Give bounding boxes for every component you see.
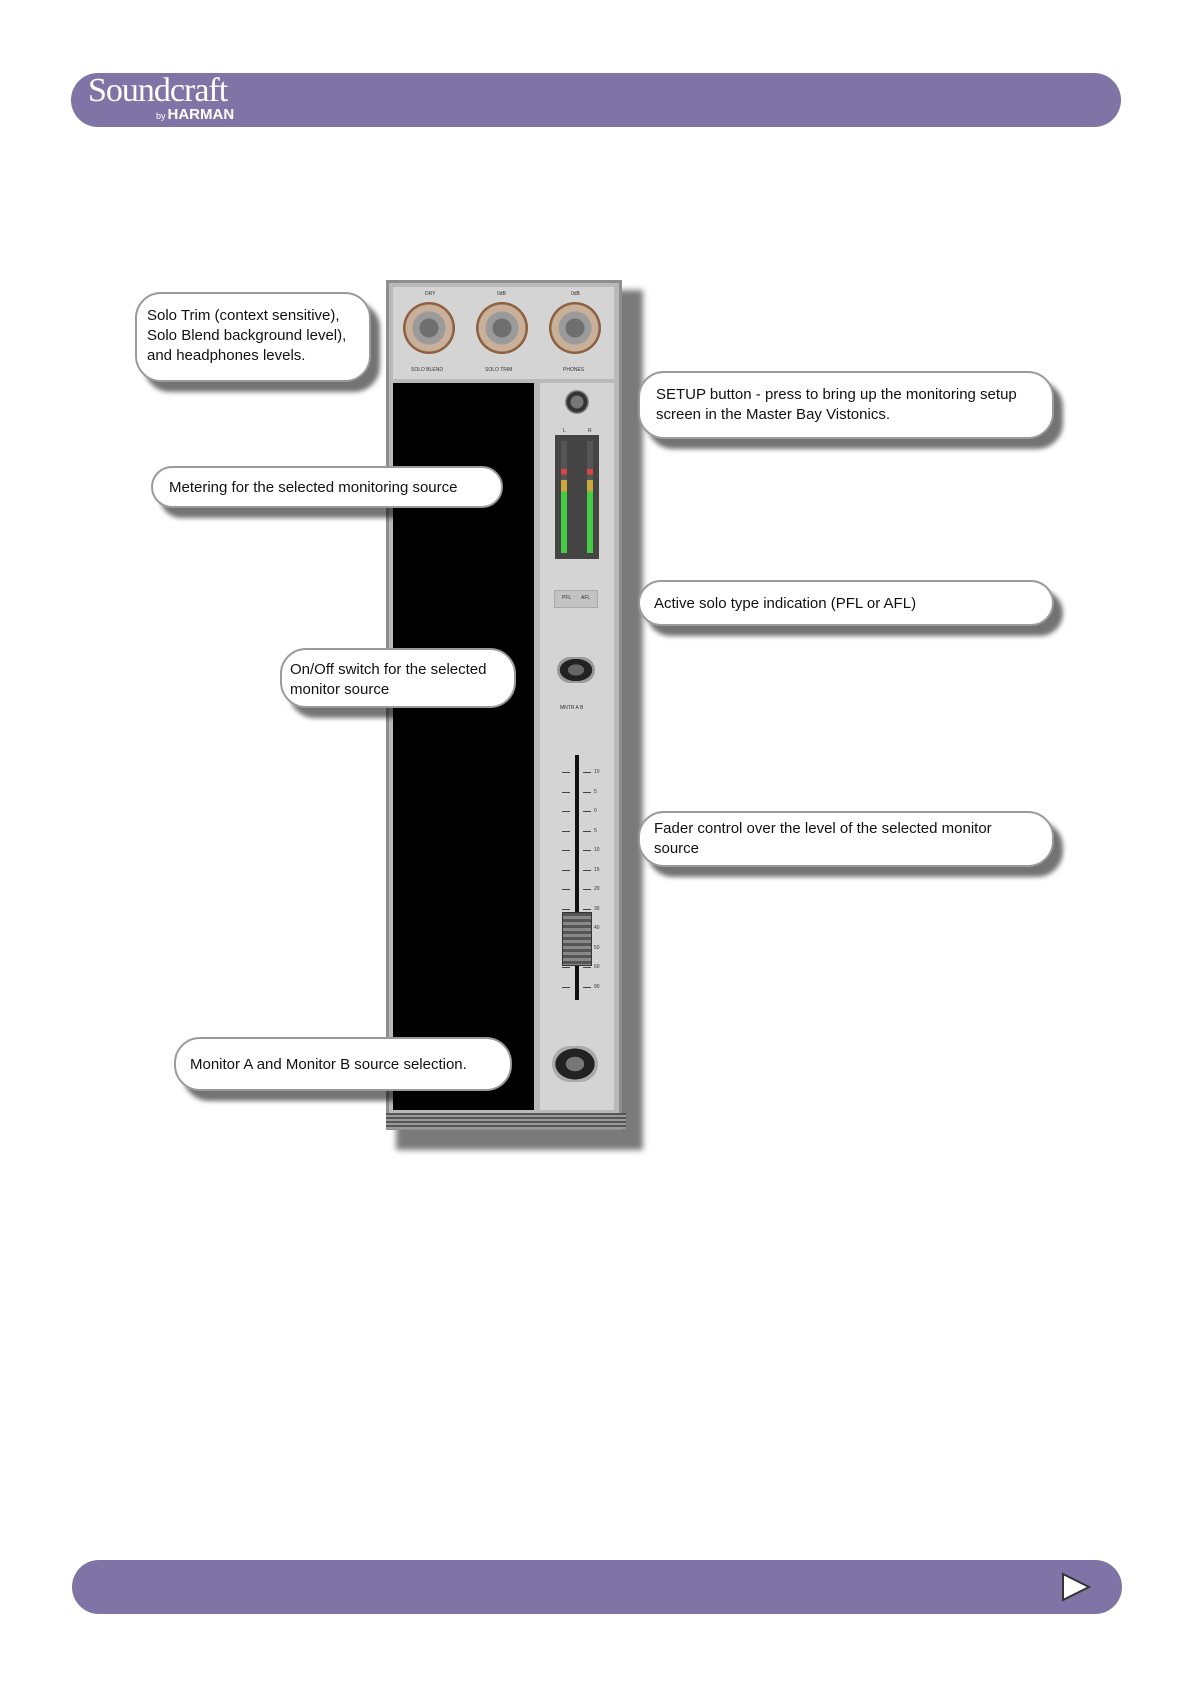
fader-scale-label: 10 [594, 769, 600, 775]
fader-scale-label: 10 [594, 847, 600, 853]
fader-scale-label: 60 [594, 964, 600, 970]
fader-tick [583, 987, 591, 988]
meter-bar-right [587, 441, 593, 553]
fader-tick [562, 792, 570, 793]
setup-button[interactable] [565, 390, 589, 414]
meter-bar-left [561, 441, 567, 553]
panel-base [386, 1113, 626, 1129]
fader-scale-label: 40 [594, 925, 600, 931]
fader-tick [583, 850, 591, 851]
callout-fader: Fader control over the level of the sele… [638, 811, 1054, 867]
fader-scale-label: 90 [594, 984, 600, 990]
fader-tick [562, 772, 570, 773]
meter-channel-r: R [588, 428, 592, 434]
fader-tick [583, 909, 591, 910]
pfl-indicator: PFL [562, 595, 572, 601]
afl-indicator: AFL [581, 595, 591, 601]
header-bar [71, 73, 1121, 127]
callout-setup: SETUP button - press to bring up the mon… [638, 371, 1054, 439]
fader-scale-label: 5 [594, 789, 597, 795]
monitor-onoff-button[interactable] [557, 657, 595, 683]
phones-knob [549, 302, 601, 354]
solo-trim-knob [476, 302, 528, 354]
fader-tick [583, 967, 591, 968]
fader-scale-label: 30 [594, 906, 600, 912]
fader-tick [583, 792, 591, 793]
knob-label-phones: PHONES [563, 367, 585, 373]
fader-tick [562, 870, 570, 871]
fader-tick [562, 909, 570, 910]
fader-scale-label: 15 [594, 867, 600, 873]
callout-monitor-ab: Monitor A and Monitor B source selection… [174, 1037, 512, 1091]
fader-tick [562, 831, 570, 832]
fader-tick [583, 870, 591, 871]
solo-blend-knob [403, 302, 455, 354]
next-page-icon[interactable] [1060, 1572, 1092, 1602]
knob-label-solo-trim: SOLO TRIM [485, 367, 513, 373]
logo-harman: HARMAN [167, 106, 235, 123]
fader-tick [583, 772, 591, 773]
fader-tick [583, 889, 591, 890]
knob-label-solo-blend: SOLO BLEND [411, 367, 443, 373]
fader-scale-label: 20 [594, 886, 600, 892]
callout-solo-trim: Solo Trim (context sensitive), Solo Blen… [135, 292, 371, 382]
solo-type-indicator: PFL AFL [554, 590, 598, 608]
fader-tick [583, 831, 591, 832]
callout-solo-type: Active solo type indication (PFL or AFL) [638, 580, 1054, 626]
fader-tick [562, 889, 570, 890]
fader-tick [562, 987, 570, 988]
onoff-label: MNTR A B [560, 705, 584, 711]
fader-tick [562, 967, 570, 968]
monitor-ab-select-button[interactable] [552, 1046, 598, 1082]
callout-metering: Metering for the selected monitoring sou… [151, 466, 503, 508]
meter-channel-l: L [563, 428, 566, 434]
fader-scale-label: 50 [594, 945, 600, 951]
fader-tick [562, 850, 570, 851]
logo-by: by [156, 111, 166, 121]
knob-row: DRY 0dB 0dB SOLO BLEND SOLO TRIM PHONES [393, 287, 614, 379]
fader-scale-label: 5 [594, 828, 597, 834]
logo-brand: Soundcraft [88, 72, 228, 109]
footer-bar [72, 1560, 1122, 1614]
knob-top-label-1: DRY [425, 291, 436, 297]
knob-top-label-3: 0dB [571, 291, 580, 297]
fader-tick [583, 811, 591, 812]
fader-track [575, 755, 579, 1000]
callout-onoff: On/Off switch for the selected monitor s… [280, 648, 516, 708]
fader-cap[interactable] [562, 912, 592, 966]
level-meter [555, 435, 599, 559]
knob-top-label-2: 0dB [497, 291, 506, 297]
fader-scale-label: 0 [594, 808, 597, 814]
fader-tick [562, 811, 570, 812]
